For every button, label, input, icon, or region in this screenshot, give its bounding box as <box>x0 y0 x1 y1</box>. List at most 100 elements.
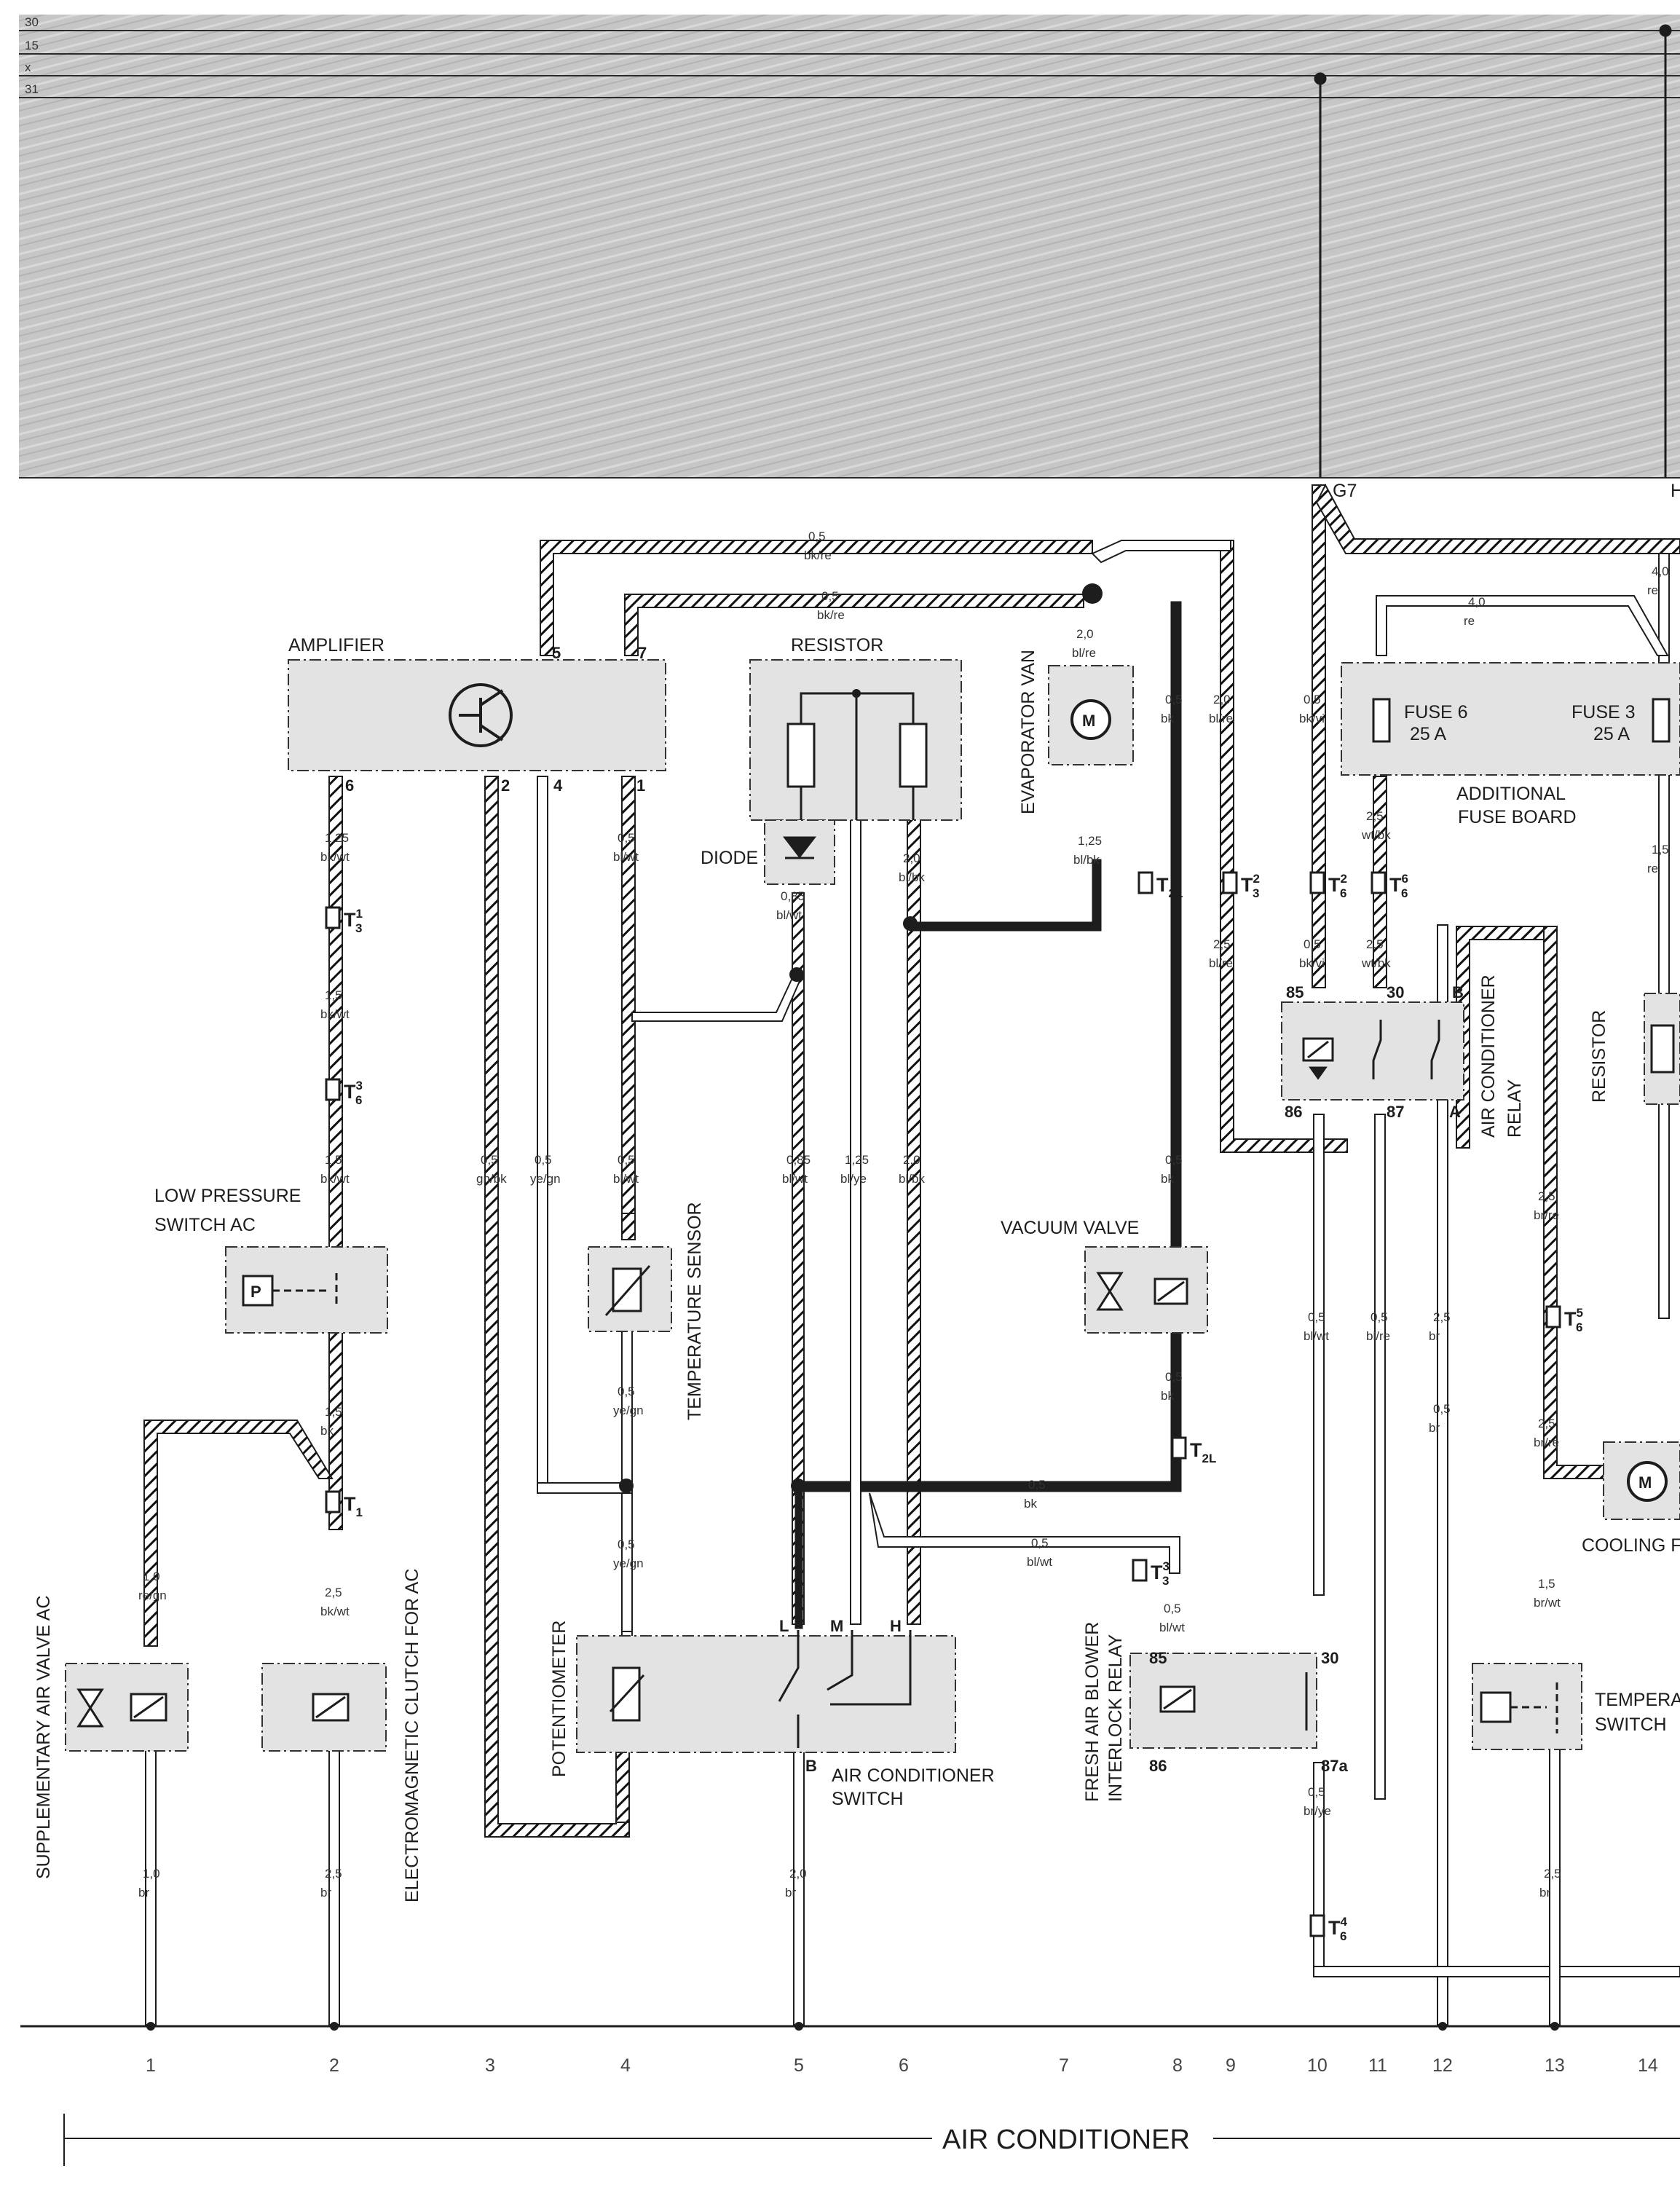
wire-size-label: 1,0 <box>143 1867 160 1881</box>
low-pressure-label-1: LOW PRESSURE <box>154 1186 301 1206</box>
column-number: 7 <box>1059 2055 1069 2076</box>
supplementary-air-valve-label: SUPPLEMENTARY AIR VALVE AC <box>33 1595 54 1879</box>
wire-size-label: 0,5 <box>1164 1602 1181 1615</box>
wire-size-label: 0,85 <box>786 1153 811 1167</box>
ac-relay-label-2: RELAY <box>1504 1079 1525 1138</box>
wire-size-label: 2,5 <box>1366 809 1384 823</box>
connector-plug-icon <box>1222 871 1238 894</box>
ac-relay-pin-30: 30 <box>1387 983 1404 1001</box>
wire-size-label: 1,5 <box>325 1153 342 1167</box>
wire-color-label: bk/vi <box>1299 956 1325 970</box>
column-number: 10 <box>1307 2055 1328 2076</box>
column-number: 14 <box>1638 2055 1658 2076</box>
wire-size-label: 4,0 <box>1652 564 1669 578</box>
wire-color-label: br <box>1539 1886 1550 1899</box>
wire-size-label: 2,0 <box>789 1867 807 1881</box>
ac-relay-pin-a: A <box>1449 1103 1461 1121</box>
wire-size-label: 0,5 <box>1433 1402 1451 1416</box>
bus-label-31: 31 <box>25 82 39 96</box>
pot-pin-m: M <box>830 1617 843 1635</box>
wire-size-label: 0,5 <box>1028 1478 1046 1492</box>
wire-size-label: 2,5 <box>1544 1867 1561 1881</box>
wire-size-label: 2,0 <box>1213 693 1231 706</box>
junction-dots <box>619 583 1103 1493</box>
wire-color-label: re <box>1647 862 1658 875</box>
ground-rail-dots <box>146 2022 1559 2031</box>
wire-color-label: bk/re <box>817 608 845 622</box>
amp-pin-2: 2 <box>501 776 510 795</box>
wire-size-label: 0,5 <box>618 1538 635 1551</box>
wire-size-label: 2,0 <box>903 1153 920 1167</box>
wire-color-label: br <box>320 1886 331 1899</box>
bus-label-15: 15 <box>25 39 39 52</box>
connector-plug-icon <box>1309 1914 1325 1937</box>
connector-label: T1 <box>344 1493 363 1519</box>
fresh-relay-pin-86: 86 <box>1149 1757 1167 1775</box>
connector-plug-icon <box>1171 1436 1187 1460</box>
wire-color-label: bl/bk <box>899 1172 925 1186</box>
ac-switch-label-2: SWITCH <box>832 1789 904 1809</box>
fresh-air-relay-label-1: FRESH AIR BLOWER <box>1082 1622 1103 1802</box>
wire-size-label: 2,5 <box>1433 1310 1451 1324</box>
pot-pin-h: H <box>890 1617 902 1635</box>
resistor-label: RESISTOR <box>791 635 883 656</box>
wire-size-label: 2,5 <box>325 1586 342 1599</box>
amp-pin-6: 6 <box>345 776 354 795</box>
wire-size-label: 4,0 <box>1468 595 1486 609</box>
column-number: 8 <box>1172 2055 1183 2076</box>
wire-color-label: br/re <box>1534 1208 1559 1222</box>
temp-switch-label-1: TEMPERA <box>1595 1690 1680 1710</box>
wire-color-label: bl/wt <box>776 908 802 922</box>
wire-color-label: br <box>785 1886 796 1899</box>
column-number: 1 <box>146 2055 156 2076</box>
potentiometer-and-ac-switch <box>576 1630 956 1753</box>
page-title: AIR CONDITIONER <box>942 2125 1190 2155</box>
wire-size-label: 0,5 <box>1371 1310 1388 1324</box>
amp-pin-4: 4 <box>553 776 563 795</box>
evaporator-van-label: EVAPORATOR VAN <box>1018 650 1038 814</box>
electromagnetic-clutch <box>261 1663 387 1752</box>
low-pressure-label-2: SWITCH AC <box>154 1215 256 1235</box>
wire-size-label: 2,5 <box>325 1867 342 1881</box>
column-number: 2 <box>329 2055 339 2076</box>
resistor-right-label: RESISTOR <box>1589 1010 1609 1103</box>
cooling-motor-symbol: M <box>1638 1473 1652 1492</box>
connector-plug-icon <box>1137 871 1153 894</box>
amplifier-label: AMPLIFIER <box>288 635 384 656</box>
wire-size-label: 0,5 <box>1308 1785 1325 1799</box>
wire-color-label: bk <box>1161 712 1174 725</box>
fuse6-label: FUSE 6 <box>1404 702 1468 723</box>
ac-switch-label-1: AIR CONDITIONER <box>832 1765 995 1786</box>
wire-color-label: bl/wt <box>1304 1329 1329 1343</box>
wire-color-label: wt/bk <box>1361 956 1391 970</box>
bus-band <box>19 15 1680 478</box>
wire-size-label: 0,5 <box>618 831 635 845</box>
wire-size-label: 1,5 <box>325 1405 342 1419</box>
wire-color-label: re/gn <box>138 1588 167 1602</box>
wire-labels: 0,5bk/re0,5bk/re2,0bl/re0,5bk2,0bl/re0,5… <box>138 529 1669 1899</box>
connector-label: T2L <box>1190 1439 1216 1465</box>
connector-plug-icon <box>1132 1559 1148 1582</box>
wire-size-label: 0,5 <box>618 1385 635 1398</box>
connector-plug-icon <box>1545 1305 1561 1328</box>
fresh-relay-pin-87a: 87a <box>1321 1757 1348 1775</box>
supplementary-air-valve <box>65 1663 189 1752</box>
wire-size-label: 2,5 <box>1366 937 1384 951</box>
wire-size-label: 1,25 <box>1078 834 1102 848</box>
column-number: 4 <box>620 2055 631 2076</box>
bus-taps <box>1314 24 1672 478</box>
wire-size-label: 0,5 <box>1304 693 1321 706</box>
connector-plug-icon <box>325 1078 341 1101</box>
fresh-relay-pin-85: 85 <box>1149 1649 1167 1667</box>
wire-color-label: re <box>1464 614 1475 628</box>
wire-color-label: ye/gn <box>613 1403 644 1417</box>
wire-color-label: bk <box>1161 1389 1174 1403</box>
wire-color-label: bk/wt <box>320 1172 350 1186</box>
ac-relay-label-1: AIR CONDITIONER <box>1478 975 1499 1138</box>
